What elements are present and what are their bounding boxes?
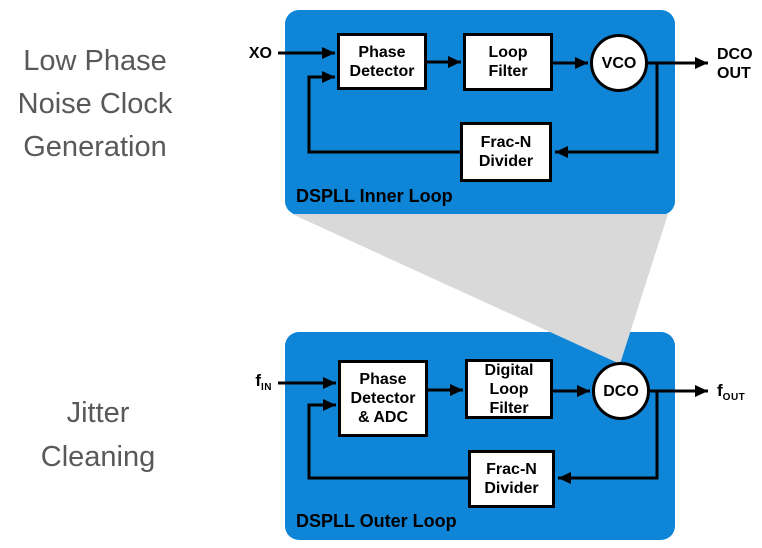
xo-input-label: XO bbox=[248, 45, 272, 62]
block-label-line: Digital bbox=[484, 361, 534, 379]
block-label-line: Detector bbox=[349, 62, 415, 80]
fin-input-label: fIN bbox=[222, 371, 272, 397]
loop-filter-block: Loop Filter bbox=[463, 33, 553, 91]
io-label-base: f bbox=[255, 371, 261, 390]
block-label-line: DCO bbox=[603, 382, 639, 400]
caption-line: Cleaning bbox=[40, 441, 156, 473]
block-label-line: Phase bbox=[359, 371, 407, 388]
block-label-line: VCO bbox=[601, 54, 637, 72]
outer-loop-title: DSPLL Outer Loop bbox=[296, 511, 457, 531]
block-label-line: & ADC bbox=[357, 409, 409, 426]
io-label-subscript: OUT bbox=[722, 392, 746, 403]
dco-out-label: DCO OUT bbox=[717, 45, 753, 83]
block-label-line: Detector bbox=[350, 390, 416, 407]
block-label-line: Frac-N bbox=[480, 134, 532, 151]
block-label-line: Filter bbox=[488, 63, 528, 80]
inner-loop-title: DSPLL Inner Loop bbox=[296, 186, 453, 206]
io-label-line: OUT bbox=[717, 65, 751, 82]
zoom-funnel-shape bbox=[292, 214, 668, 364]
digital-loop-filter-block: Digital Loop Filter bbox=[465, 359, 553, 419]
caption-line: Jitter bbox=[66, 397, 130, 429]
outer-divider-to-pdadc-arrow bbox=[307, 399, 468, 480]
block-label-line: Divider bbox=[484, 480, 539, 497]
block-label-line: Frac-N bbox=[486, 461, 537, 478]
io-label-subscript: IN bbox=[261, 382, 272, 393]
block-label-line: Loop bbox=[488, 44, 528, 61]
phase-detector-adc-block: Phase Detector & ADC bbox=[338, 360, 428, 437]
fout-output-label: fOUT bbox=[717, 381, 745, 407]
phase-detector-block: Phase Detector bbox=[337, 33, 427, 90]
block-label-line: Divider bbox=[478, 153, 534, 170]
inner-divider-to-pd-arrow bbox=[307, 71, 460, 154]
inner-feedback-to-divider-arrow bbox=[555, 63, 659, 158]
outer-fracn-divider-block: Frac-N Divider bbox=[468, 450, 555, 508]
block-label-line: Loop bbox=[489, 380, 529, 398]
block-label-line: Phase bbox=[358, 43, 406, 61]
vco-circle: VCO bbox=[590, 34, 648, 92]
dco-circle: DCO bbox=[592, 362, 650, 420]
inner-fracn-divider-block: Frac-N Divider bbox=[460, 122, 552, 182]
block-label-line: Filter bbox=[489, 399, 529, 417]
caption-low-phase-noise: Low Phase Noise Clock Generation bbox=[0, 40, 190, 169]
caption-jitter-cleaning: Jitter Cleaning bbox=[0, 391, 196, 479]
caption-line: Generation bbox=[23, 131, 167, 163]
caption-line: Noise Clock bbox=[17, 88, 173, 120]
caption-line: Low Phase bbox=[23, 45, 167, 77]
outer-feedback-to-divider-arrow bbox=[558, 391, 659, 484]
io-label-line: DCO bbox=[717, 46, 753, 63]
io-label-base: f bbox=[717, 381, 723, 400]
